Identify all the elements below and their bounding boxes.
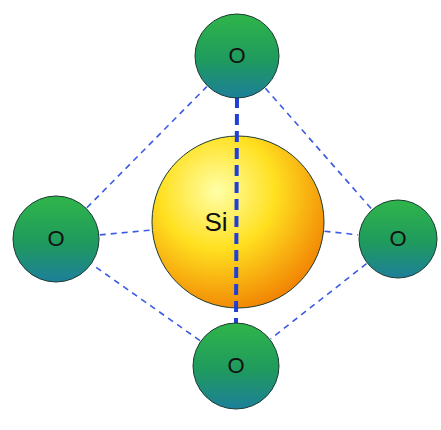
bond-line: [265, 88, 371, 209]
atom-symbol: O: [389, 228, 406, 250]
atom-circle: [151, 135, 325, 309]
bond-line: [87, 87, 207, 208]
atom-symbol: O: [228, 45, 245, 67]
oxygen-atom: O: [194, 13, 280, 99]
atom-symbol: O: [47, 228, 64, 250]
bond-line: [271, 264, 367, 339]
atom-symbol: O: [227, 355, 244, 377]
silicon-atom: Si: [151, 135, 325, 309]
atom-symbol: Si: [204, 209, 227, 235]
oxygen-atom: O: [358, 199, 438, 279]
bond-line: [236, 97, 237, 324]
oxygen-atom: O: [192, 322, 280, 410]
bond-line: [100, 230, 152, 235]
bond-line: [325, 231, 359, 235]
oxygen-atom: O: [12, 195, 100, 283]
bond-line: [92, 264, 200, 340]
